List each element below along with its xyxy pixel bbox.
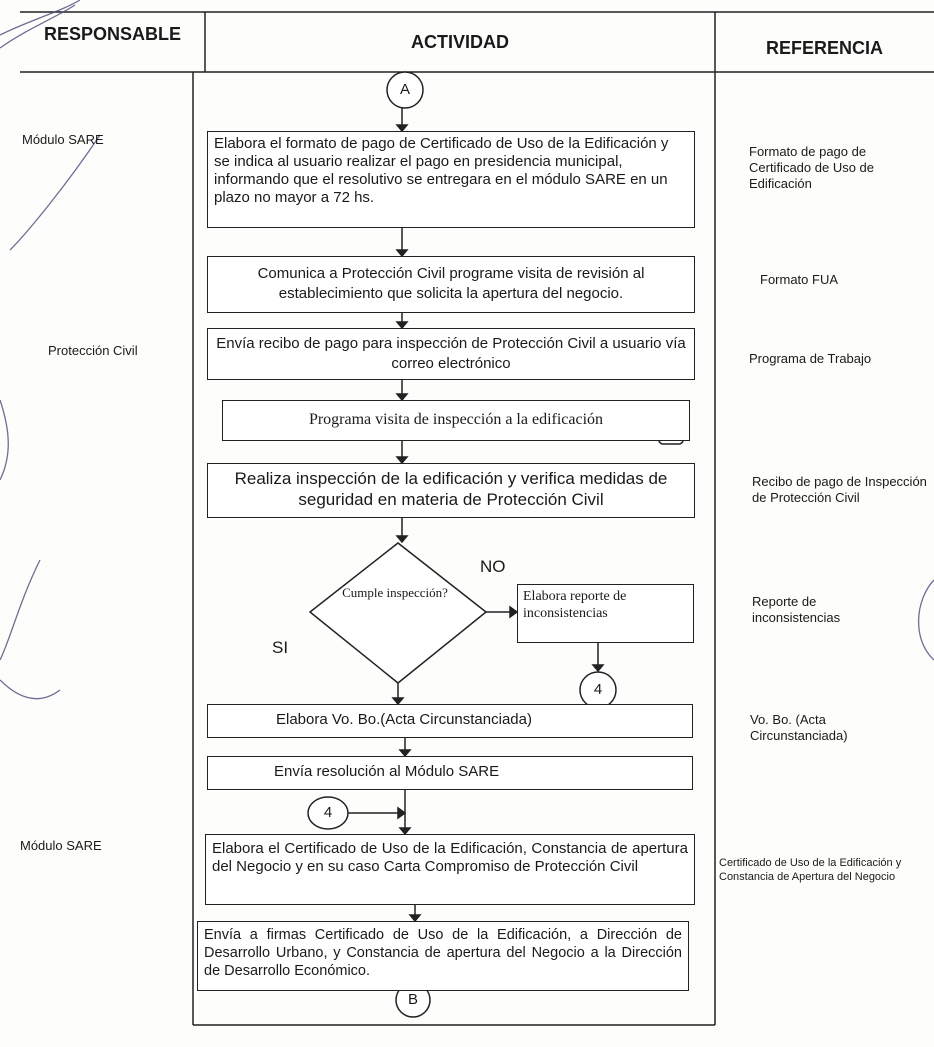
decision-no-label: NO <box>480 557 506 576</box>
no-action-box: Elabora reporte de inconsistencias <box>517 584 694 643</box>
connector-b: B <box>407 991 418 1008</box>
step-9-box: Envía a firmas Certificado de Uso de la … <box>197 921 689 991</box>
step-5-box: Realiza inspección de la edificación y v… <box>207 463 695 518</box>
connector-4-out: 4 <box>593 681 603 698</box>
header-referencia: REFERENCIA <box>765 38 883 58</box>
connector-a-shape <box>386 71 424 109</box>
referencia-formato-fua: Formato FUA <box>760 272 839 287</box>
referencia-certificado: Certificado de Uso de la Edificación y C… <box>719 857 902 883</box>
decision-question: Cumple inspección? <box>342 585 448 600</box>
step-3-box: Envía recibo de pago para inspección de … <box>207 328 695 380</box>
decision-si-label: SI <box>272 638 289 657</box>
step-4-box: Programa visita de inspección a la edifi… <box>222 400 690 441</box>
step-8-box: Elabora el Certificado de Uso de la Edif… <box>205 834 695 905</box>
step-7-box: Envía resolución al Módulo SARE <box>207 756 693 790</box>
step-6-box: Elabora Vo. Bo.(Acta Circunstanciada) <box>207 704 693 738</box>
decision-diamond <box>308 542 488 684</box>
responsable-modulo-sare-1: Módulo SARE <box>22 132 104 147</box>
step-1-box: Elabora el formato de pago de Certificad… <box>207 131 695 228</box>
responsable-modulo-sare-2: Módulo SARE <box>20 838 102 853</box>
connector-a: A <box>399 81 410 98</box>
connector-4-in: 4 <box>323 804 333 821</box>
referencia-vobo: Vo. Bo. (Acta Circunstanciada) <box>750 712 848 743</box>
header-actividad: ACTIVIDAD <box>411 32 509 52</box>
referencia-reporte-inconsistencias: Reporte de inconsistencias <box>752 594 841 625</box>
header-responsable: RESPONSABLE <box>43 24 182 44</box>
referencia-programa-trabajo: Programa de Trabajo <box>749 351 872 366</box>
responsable-proteccion-civil: Protección Civil <box>48 343 138 358</box>
referencia-formato-pago: Formato de pago de Certificado de Uso de… <box>749 144 875 191</box>
step-2-box: Comunica a Protección Civil programe vis… <box>207 256 695 313</box>
referencia-recibo-pago: Recibo de pago de Inspección de Protecci… <box>752 474 927 505</box>
